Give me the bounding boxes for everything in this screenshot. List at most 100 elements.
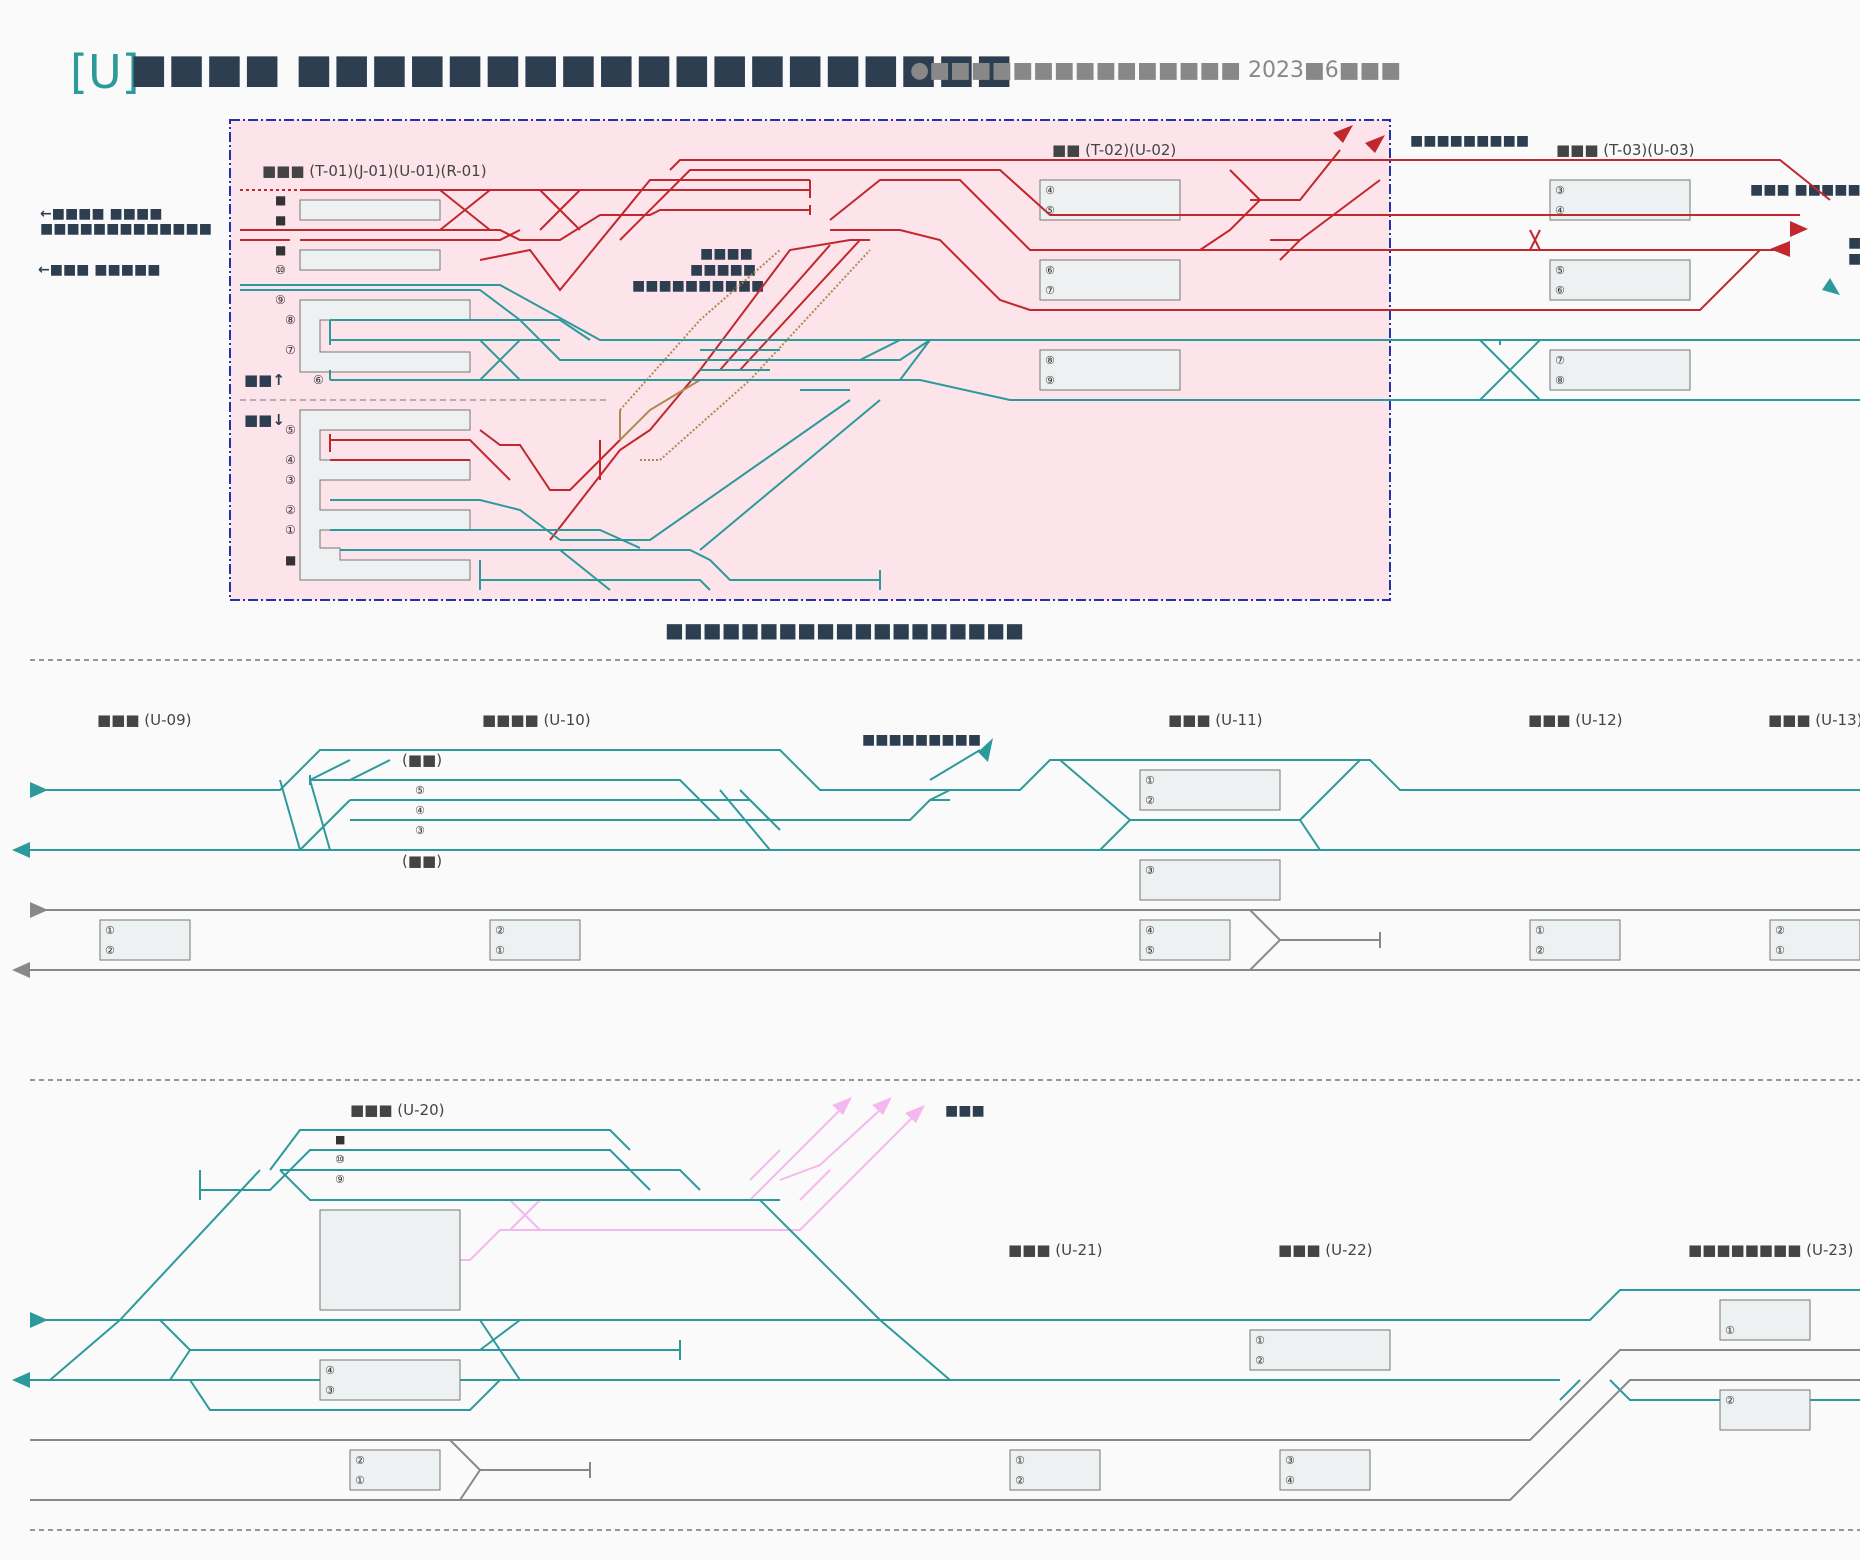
date-line: ●■■■■■■■■■■■■■■■ 2023■6■■■: [910, 58, 1401, 83]
u20-platform: [349, 1449, 441, 1491]
station-u09-label: ■■■ (U-09): [97, 711, 191, 729]
station3-platform: [1549, 259, 1691, 301]
arrow-up-right-icon: [1333, 125, 1353, 143]
platform-number: ■: [275, 213, 286, 227]
station-u11-label: ■■■ (U-11): [1168, 711, 1262, 729]
red-arrows: [1333, 125, 1808, 257]
platform-number: ⑥: [1045, 264, 1055, 277]
u22-platform: [1279, 1449, 1371, 1491]
depot-note: ■■■■■■■■■: [862, 732, 981, 748]
right-edge-mark-1: ■: [1848, 235, 1860, 251]
arrow-left-icon: [12, 1372, 30, 1388]
platform-number: ③: [325, 1384, 335, 1397]
terminal-platform: [299, 299, 471, 373]
left-destination-1b: ■■■■■■■■■■■■■: [40, 221, 212, 237]
platform-number: ④: [1145, 924, 1155, 937]
section-2: ■■■ (U-09) ■■■■ (U-10) (■■) (■■) ■■■■■■■…: [12, 711, 1860, 978]
platform-number: ②: [1015, 1474, 1025, 1487]
platform-number: ②: [1775, 924, 1785, 937]
u10-platform-numbers: ⑤ ④ ③: [415, 784, 425, 837]
station-u22-label: ■■■ (U-22): [1278, 1241, 1372, 1259]
u10-lower-note: (■■): [402, 852, 442, 870]
station2-platform: [1039, 259, 1181, 301]
platform-number: ①: [355, 1474, 365, 1487]
section-1: ■■■■■■■■■■■■■■■■■■■ ■■■ (T-01)(J-01)(U-0…: [38, 119, 1860, 642]
u22-platform: [1249, 1329, 1391, 1371]
u20-platform-numbers: ■ ⑩ ⑨: [335, 1133, 345, 1186]
platform-number: ⑦: [1045, 284, 1055, 297]
station-u13-label: ■■■ (U-13): [1768, 711, 1860, 729]
platform-number: ⑤: [1045, 204, 1055, 217]
station3-platform: [1549, 349, 1691, 391]
station3-label: ■■■ (T-03)(U-03): [1556, 141, 1694, 159]
platform-number: ①: [1535, 924, 1545, 937]
arrow-up-right-icon: [872, 1097, 892, 1115]
platform-number: ②: [355, 1454, 365, 1467]
platform-number: ■: [275, 243, 286, 257]
arrow-left-icon: [1770, 241, 1790, 257]
platform-number: ⑩: [275, 263, 286, 277]
arrow-right-icon: [1790, 221, 1808, 237]
u10-platform: [489, 919, 581, 961]
station-u10-label: ■■■■ (U-10): [482, 711, 591, 729]
header: [U] ■■■■ ■■■■■■■■■■■■■■■■■■■ ●■■■■■■■■■■…: [70, 45, 1401, 99]
platform-number: ④: [1285, 1474, 1295, 1487]
down-direction-label: ■■↓: [244, 411, 285, 429]
station2-platform-numbers: ④ ⑤ ⑥ ⑦ ⑧ ⑨: [1045, 184, 1055, 387]
platform-number: ④: [1045, 184, 1055, 197]
terminal-platform-numbers-upper: ■ ■ ■ ⑩ ⑨ ⑧ ⑦ ⑥: [275, 193, 324, 387]
pink-line-note: ■■■: [945, 1103, 985, 1119]
platform-number: ④: [415, 804, 425, 817]
terminal-platform: [299, 409, 471, 581]
platform-number: ③: [285, 473, 296, 487]
section3-platform-numbers: ④ ③ ② ① ① ② ① ② ③ ④ ① ②: [325, 1324, 1735, 1487]
platform-number: ⑦: [1555, 354, 1565, 367]
platform-number: ②: [1145, 794, 1155, 807]
u23-platform: [1719, 1299, 1811, 1341]
platform-number: ②: [495, 924, 505, 937]
top-right-note: ■■■■■■■■■: [1410, 133, 1529, 149]
arrow-up-right-icon: [905, 1105, 925, 1123]
platform-number: ③: [1145, 864, 1155, 877]
mid-note-1: ■■■■: [700, 246, 753, 262]
u13-platform: [1769, 919, 1860, 961]
u20-platform: [319, 1209, 461, 1311]
up-direction-label: ■■↑: [244, 371, 285, 389]
station-u23-label: ■■■■■■■■ (U-23): [1688, 1241, 1853, 1259]
station3-platform-numbers: ③ ④ ⑤ ⑥ ⑦ ⑧: [1555, 184, 1565, 387]
right-destination: ■■■ ■■■■■: [1750, 182, 1860, 198]
platform-number: ①: [495, 944, 505, 957]
highlight-caption: ■■■■■■■■■■■■■■■■■■■: [665, 618, 1024, 642]
station2-label: ■■ (T-02)(U-02): [1052, 141, 1176, 159]
u23-platform: [1719, 1389, 1811, 1431]
left-destination-2: ←■■■ ■■■■■: [38, 262, 160, 278]
platform-number: ⑨: [1045, 374, 1055, 387]
red-line-tracks: [240, 149, 1831, 541]
station-u20-label: ■■■ (U-20): [350, 1101, 444, 1119]
arrow-up-right-icon: [1365, 135, 1385, 153]
terminal-platform: [299, 249, 441, 271]
section2-gray-tracks: [20, 909, 1860, 971]
platform-number: ⑧: [1555, 374, 1565, 387]
section-3: ■■■ (U-20) ■■■ ■■■ (U-21) ■■■ (U-22) ■■■…: [12, 1097, 1860, 1501]
station-u21-label: ■■■ (U-21): [1008, 1241, 1102, 1259]
u11-platform: [1139, 859, 1281, 901]
station2-platform: [1039, 179, 1181, 221]
u11-platform: [1139, 919, 1231, 961]
platform-number: ③: [415, 824, 425, 837]
platform-number: ①: [285, 523, 296, 537]
platform-number: ①: [105, 924, 115, 937]
terminal-platform-numbers-lower: ⑤ ④ ③ ② ① ■: [285, 423, 296, 567]
arrow-right-icon: [30, 782, 48, 798]
section2-platform-numbers: ① ② ② ① ① ② ③ ④ ⑤ ① ② ② ①: [105, 774, 1785, 957]
platform-number: ⑥: [1555, 284, 1565, 297]
platform-number: ④: [285, 453, 296, 467]
platform-number: ①: [1145, 774, 1155, 787]
section3-gray-tracks: [30, 1349, 1860, 1501]
arrow-left-icon: [12, 842, 30, 858]
u20-platform: [319, 1359, 461, 1401]
platform-number: ③: [1555, 184, 1565, 197]
platform-number: ②: [1255, 1354, 1265, 1367]
platform-number: ②: [105, 944, 115, 957]
u21-platform: [1009, 1449, 1101, 1491]
